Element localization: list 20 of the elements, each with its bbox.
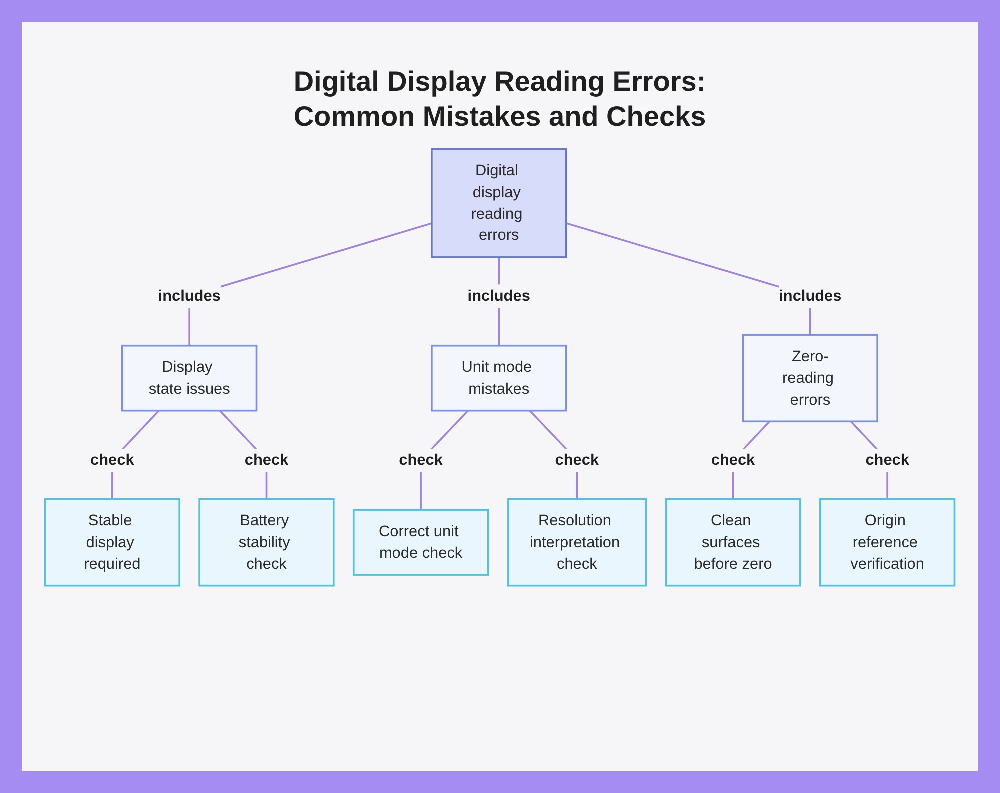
- node-box: Digital display reading errors: [431, 148, 568, 258]
- node-box: Display state issues: [122, 344, 258, 412]
- edge-label: check: [90, 452, 134, 469]
- edge-label: check: [244, 452, 289, 469]
- edge-label: check: [555, 452, 600, 469]
- node-box: Resolution interpretation check: [507, 498, 648, 587]
- node-box: Origin reference verification: [820, 498, 956, 587]
- node-box: Battery stability check: [198, 498, 335, 587]
- edge-label: check: [711, 452, 756, 469]
- node-box: Stable display required: [44, 498, 180, 587]
- node-box: Correct unit mode check: [352, 509, 490, 576]
- edge-label: check: [399, 452, 443, 469]
- node-box: Clean surfaces before zero: [665, 498, 802, 587]
- node-box: Unit mode mistakes: [431, 344, 568, 412]
- node-box: Zero-reading errors: [742, 334, 878, 423]
- edge-label: includes: [779, 287, 842, 305]
- edge-label: includes: [468, 287, 530, 305]
- diagram-title: Digital Display Reading Errors: Common Mistakes and Checks: [292, 65, 708, 134]
- edge-label: includes: [158, 287, 221, 305]
- edge-label: check: [866, 452, 910, 469]
